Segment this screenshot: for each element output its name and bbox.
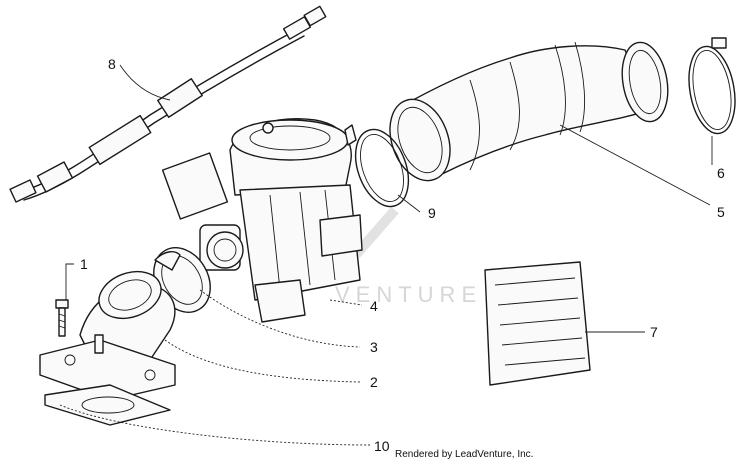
callout-7: 7 xyxy=(650,324,658,340)
part-6-hose-clamp xyxy=(688,37,736,135)
leader-lines xyxy=(59,64,713,446)
callout-9: 9 xyxy=(428,205,436,221)
callout-labels: 1 2 3 4 5 6 7 8 9 10 xyxy=(80,56,725,454)
part-10-gasket xyxy=(44,384,171,426)
part-7-filter xyxy=(484,261,591,386)
part-1-bolt xyxy=(55,299,69,337)
leader-4 xyxy=(329,299,363,306)
callout-5: 5 xyxy=(717,204,725,220)
leader-5 xyxy=(559,124,711,206)
leader-10 xyxy=(59,404,371,446)
footer-credit: Rendered by LeadVenture, Inc. xyxy=(395,449,533,460)
callout-1: 1 xyxy=(80,256,88,272)
leader-1 xyxy=(65,263,74,300)
callout-3: 3 xyxy=(370,339,378,355)
callout-6: 6 xyxy=(717,165,725,181)
carburetor xyxy=(161,118,363,323)
leader-8 xyxy=(119,64,171,101)
leader-9 xyxy=(397,194,421,213)
part-9-ring xyxy=(354,128,410,208)
callout-4: 4 xyxy=(370,298,378,314)
part-5-intake-hose xyxy=(389,41,669,182)
part-2-intake-manifold xyxy=(39,270,176,401)
callout-2: 2 xyxy=(370,374,378,390)
callout-10: 10 xyxy=(374,438,390,454)
callout-8: 8 xyxy=(108,56,116,72)
leader-2 xyxy=(164,339,361,383)
part-8-cable xyxy=(9,5,327,203)
watermark-text: VENTURE xyxy=(335,282,482,307)
